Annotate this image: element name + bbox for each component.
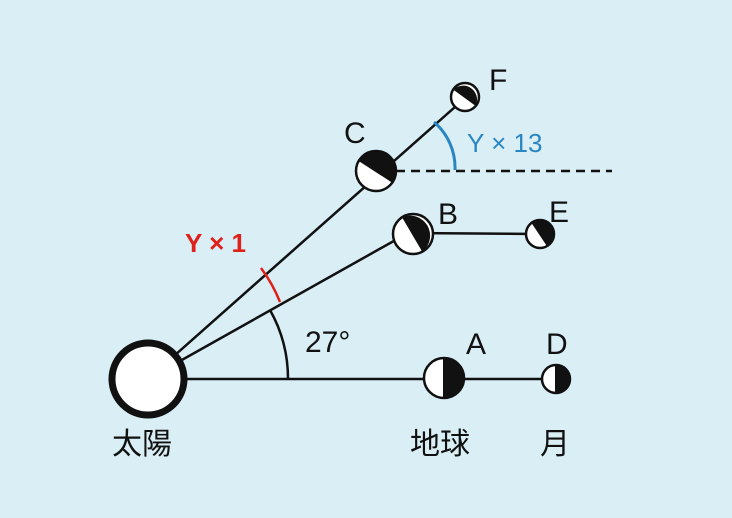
moon-d	[540, 363, 572, 395]
label-b: B	[438, 198, 458, 231]
ray-sun-earth-c	[147, 98, 465, 380]
label-c: C	[344, 117, 366, 150]
sun-circle	[108, 339, 188, 419]
earth-b	[391, 212, 435, 256]
ray-sun-earth-b	[147, 231, 409, 381]
angle-y1-arc	[259, 267, 282, 303]
angle-27-arc	[268, 309, 290, 380]
earth-c	[354, 149, 398, 193]
angle-y13-arc	[433, 120, 457, 171]
label-a: A	[466, 328, 486, 361]
label-f: F	[489, 64, 507, 97]
earth-a	[422, 356, 466, 400]
angle-27-label: 27°	[305, 326, 350, 359]
angle-y1-label: Y × 1	[185, 228, 246, 258]
label-moon: 月	[540, 427, 570, 462]
label-earth: 地球	[410, 427, 470, 462]
moon-e	[524, 218, 556, 250]
label-d: D	[546, 328, 568, 361]
label-sun: 太陽	[112, 427, 172, 462]
moon-f	[449, 81, 481, 113]
label-e: E	[549, 196, 569, 229]
angle-y13-label: Y × 13	[467, 128, 542, 158]
